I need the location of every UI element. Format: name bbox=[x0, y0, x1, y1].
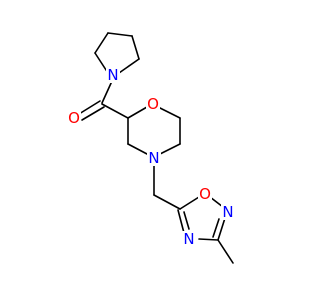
bonds bbox=[78, 32, 234, 264]
atom-n4-oxadiazole: N bbox=[182, 230, 196, 248]
molecule-structure-diagram: N O O N O N N bbox=[67, 32, 235, 264]
atom-o-morpholine: O bbox=[146, 95, 160, 113]
bond-pyrrolidine-c2-c3 bbox=[94, 32, 109, 54]
bond-pyrrolidine-c3-c4 bbox=[107, 32, 133, 37]
atom-n-morpholine: N bbox=[147, 149, 161, 167]
bond-oxadiazole-n2-c3-inner bbox=[212, 218, 220, 238]
bond-carbonyl-double-2 bbox=[81, 106, 105, 121]
bond-n-carbonyl-c bbox=[101, 80, 113, 104]
bond-carbonyl-c-morpholine-c2 bbox=[101, 103, 129, 119]
atom-o-oxadiazole: O bbox=[198, 185, 212, 203]
atom-o-carbonyl: O bbox=[67, 109, 81, 127]
bond-ch2-oxadiazole-c5 bbox=[153, 194, 181, 210]
bond-oxadiazole-n2-c3-outer bbox=[217, 217, 226, 241]
atom-labels: N O O N O N N bbox=[67, 66, 235, 248]
atom-n-pyrrolidine: N bbox=[106, 66, 120, 84]
bond-pyrrolidine-c5-n bbox=[118, 58, 140, 74]
atom-label-o: O bbox=[68, 109, 80, 127]
bond-pyrrolidine-n-c2 bbox=[94, 52, 109, 74]
bond-carbonyl-double-1 bbox=[78, 100, 101, 115]
bond-morpholine-o-c6 bbox=[157, 106, 181, 119]
atom-label-o: O bbox=[147, 95, 159, 113]
atom-label-n: N bbox=[222, 203, 233, 221]
atom-label-n: N bbox=[183, 230, 194, 248]
bond-oxadiazole-o1-n2 bbox=[209, 196, 224, 208]
bond-morpholine-c2-o bbox=[127, 106, 148, 119]
atom-label-o: O bbox=[199, 185, 211, 203]
bond-oxadiazole-c5-o1 bbox=[179, 196, 200, 210]
bond-oxadiazole-c3-n4 bbox=[198, 238, 219, 241]
atom-label-n: N bbox=[148, 149, 159, 167]
bond-morpholine-n4-c3 bbox=[127, 143, 148, 155]
bond-oxadiazole-n4-c5-inner bbox=[183, 211, 190, 230]
atom-label-n: N bbox=[107, 66, 118, 84]
bond-c3-methyl bbox=[217, 239, 234, 264]
atom-n2-oxadiazole: N bbox=[221, 203, 235, 221]
bond-pyrrolidine-c4-c5 bbox=[131, 35, 140, 60]
bond-morpholine-c5-n4 bbox=[159, 143, 181, 155]
bond-oxadiazole-n4-c5-outer bbox=[177, 209, 185, 234]
